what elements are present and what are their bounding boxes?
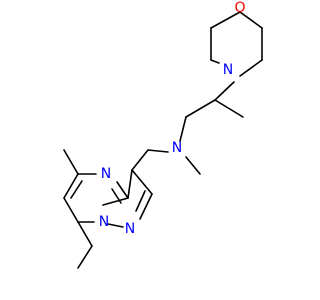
bond (70, 180, 83, 199)
bond (139, 193, 153, 220)
bond (135, 190, 146, 212)
bond (77, 245, 93, 269)
bond (102, 197, 129, 206)
bond (214, 99, 244, 118)
pyrazolopyrimidine-core (63, 149, 153, 269)
molecule-structure-diagram: O N N N N N (63, 0, 263, 269)
bond (77, 221, 93, 247)
pyrimidine-nitrogen-label: N (101, 166, 111, 182)
bond (185, 99, 216, 118)
bond (239, 59, 263, 77)
amine-nitrogen-label: N (172, 140, 182, 156)
bond (239, 11, 263, 29)
bond (111, 188, 122, 204)
bond (116, 181, 129, 199)
bond (185, 156, 201, 175)
bond (210, 59, 220, 64)
bond (131, 169, 153, 195)
bond (107, 223, 124, 228)
bond (147, 149, 169, 153)
bridgehead-nitrogen-label: N (99, 214, 109, 230)
bond (63, 149, 79, 175)
bond (127, 169, 133, 199)
bond (210, 11, 241, 29)
morpholine-nitrogen-label: N (223, 62, 233, 78)
propyl-linker (131, 81, 244, 175)
bond (63, 197, 79, 223)
oxygen-atom-label: O (234, 0, 245, 16)
bond (63, 173, 79, 199)
bond (214, 81, 235, 101)
pyrazole-nitrogen-label: N (125, 221, 135, 237)
morpholine-ring (210, 11, 263, 77)
atom-labels: O N N N N N (99, 0, 246, 237)
bond (131, 149, 149, 171)
bond (179, 116, 187, 142)
